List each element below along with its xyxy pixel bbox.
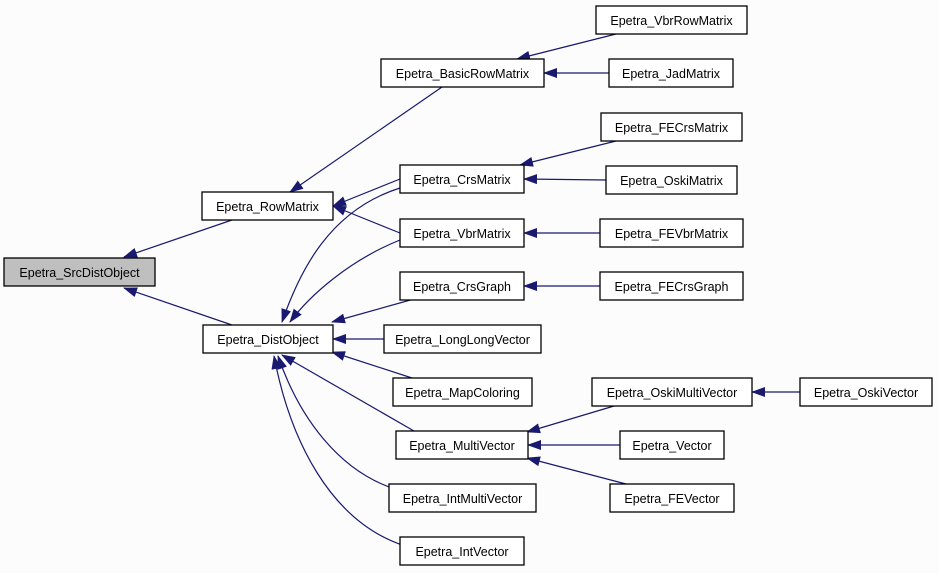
- edge-fevector-to-multi-vector: [526, 456, 627, 485]
- edge-oski-multi-vector-to-multi-vector: [526, 405, 615, 434]
- node-label: Epetra_LongLongVector: [395, 333, 530, 347]
- node-label: Epetra_MultiVector: [409, 439, 515, 453]
- node-label: Epetra_IntMultiVector: [403, 492, 523, 506]
- edge-crs-matrix-to-row-matrix: [332, 178, 401, 207]
- node-label: Epetra_RowMatrix: [216, 200, 320, 214]
- node-label: Epetra_MapColoring: [405, 386, 520, 400]
- node-label: Epetra_FEVbrMatrix: [615, 227, 729, 241]
- node-vector[interactable]: Epetra_Vector: [619, 430, 725, 460]
- node-box: [599, 271, 744, 301]
- node-long-long-vector[interactable]: Epetra_LongLongVector: [383, 324, 542, 354]
- node-basic-row-matrix[interactable]: Epetra_BasicRowMatrix: [380, 58, 545, 88]
- node-oski-matrix[interactable]: Epetra_OskiMatrix: [605, 165, 738, 195]
- node-box: [388, 483, 537, 513]
- node-box: [399, 218, 525, 248]
- node-box: [608, 58, 734, 88]
- node-label: Epetra_CrsGraph: [413, 280, 511, 294]
- node-label: Epetra_VbrRowMatrix: [610, 14, 733, 28]
- node-box: [799, 377, 933, 407]
- node-label: Epetra_FECrsMatrix: [615, 121, 729, 135]
- edge-basic-row-matrix-to-row-matrix: [289, 86, 443, 193]
- node-box: [392, 377, 533, 407]
- node-label: Epetra_OskiMatrix: [620, 174, 724, 188]
- edge-fecrs-matrix-to-crs-matrix: [519, 139, 621, 167]
- node-label: Epetra_VbrMatrix: [413, 227, 511, 241]
- node-row-matrix[interactable]: Epetra_RowMatrix: [201, 191, 334, 221]
- node-multi-vector[interactable]: Epetra_MultiVector: [395, 430, 529, 460]
- node-box: [201, 191, 334, 221]
- node-label: Epetra_Vector: [632, 439, 711, 453]
- edge-oski-matrix-to-crs-matrix: [523, 174, 607, 185]
- node-box: [202, 324, 334, 354]
- node-box: [600, 112, 743, 142]
- node-label: Epetra_IntVector: [415, 545, 508, 559]
- node-oski-vector[interactable]: Epetra_OskiVector: [799, 377, 933, 407]
- node-crs-graph[interactable]: Epetra_CrsGraph: [399, 271, 525, 301]
- node-box: [399, 271, 525, 301]
- node-label: Epetra_FEVector: [624, 492, 719, 506]
- node-label: Epetra_JadMatrix: [622, 67, 721, 81]
- edge-int-vector-to-dist-object: [271, 355, 403, 546]
- node-label: Epetra_CrsMatrix: [413, 173, 511, 187]
- node-src-dist-object[interactable]: Epetra_SrcDistObject: [3, 257, 156, 287]
- node-int-multi-vector[interactable]: Epetra_IntMultiVector: [388, 483, 537, 513]
- node-label: Epetra_OskiMultiVector: [607, 386, 738, 400]
- node-box: [619, 430, 725, 460]
- node-dist-object[interactable]: Epetra_DistObject: [202, 324, 334, 354]
- edge-map-coloring-to-dist-object: [331, 351, 413, 379]
- node-box: [591, 377, 753, 407]
- edge-dist-object-to-src-dist-object: [123, 287, 233, 326]
- node-box: [399, 536, 525, 566]
- node-label: Epetra_FECrsGraph: [615, 280, 729, 294]
- node-fevbr-matrix[interactable]: Epetra_FEVbrMatrix: [599, 218, 744, 248]
- node-label: Epetra_SrcDistObject: [19, 266, 140, 280]
- node-box: [399, 164, 525, 194]
- edge-crs-matrix-to-dist-object: [281, 187, 401, 323]
- node-box: [595, 5, 748, 35]
- node-fecrs-graph[interactable]: Epetra_FECrsGraph: [599, 271, 744, 301]
- edge-vbr-row-matrix-to-basic-row-matrix: [516, 33, 617, 61]
- node-fevector[interactable]: Epetra_FEVector: [609, 483, 735, 513]
- edge-vbr-matrix-to-row-matrix: [332, 205, 401, 234]
- node-box: [380, 58, 545, 88]
- edge-row-matrix-to-src-dist-object: [123, 219, 233, 258]
- node-fecrs-matrix[interactable]: Epetra_FECrsMatrix: [600, 112, 743, 142]
- node-jad-matrix[interactable]: Epetra_JadMatrix: [608, 58, 734, 88]
- node-box: [383, 324, 542, 354]
- node-box: [395, 430, 529, 460]
- node-oski-multi-vector[interactable]: Epetra_OskiMultiVector: [591, 377, 753, 407]
- edge-int-multi-vector-to-dist-object: [277, 355, 393, 489]
- node-crs-matrix[interactable]: Epetra_CrsMatrix: [399, 164, 525, 194]
- node-int-vector[interactable]: Epetra_IntVector: [399, 536, 525, 566]
- node-label: Epetra_BasicRowMatrix: [396, 67, 530, 81]
- node-map-coloring[interactable]: Epetra_MapColoring: [392, 377, 533, 407]
- node-vbr-row-matrix[interactable]: Epetra_VbrRowMatrix: [595, 5, 748, 35]
- node-label: Epetra_OskiVector: [814, 386, 918, 400]
- node-label: Epetra_DistObject: [217, 333, 319, 347]
- edge-crs-graph-to-dist-object: [331, 298, 415, 324]
- edge-multi-vector-to-dist-object: [281, 354, 415, 432]
- node-box: [609, 483, 735, 513]
- node-box: [599, 218, 744, 248]
- edge-vbr-matrix-to-dist-object: [289, 239, 401, 323]
- node-box: [3, 257, 156, 287]
- node-box: [605, 165, 738, 195]
- node-vbr-matrix[interactable]: Epetra_VbrMatrix: [399, 218, 525, 248]
